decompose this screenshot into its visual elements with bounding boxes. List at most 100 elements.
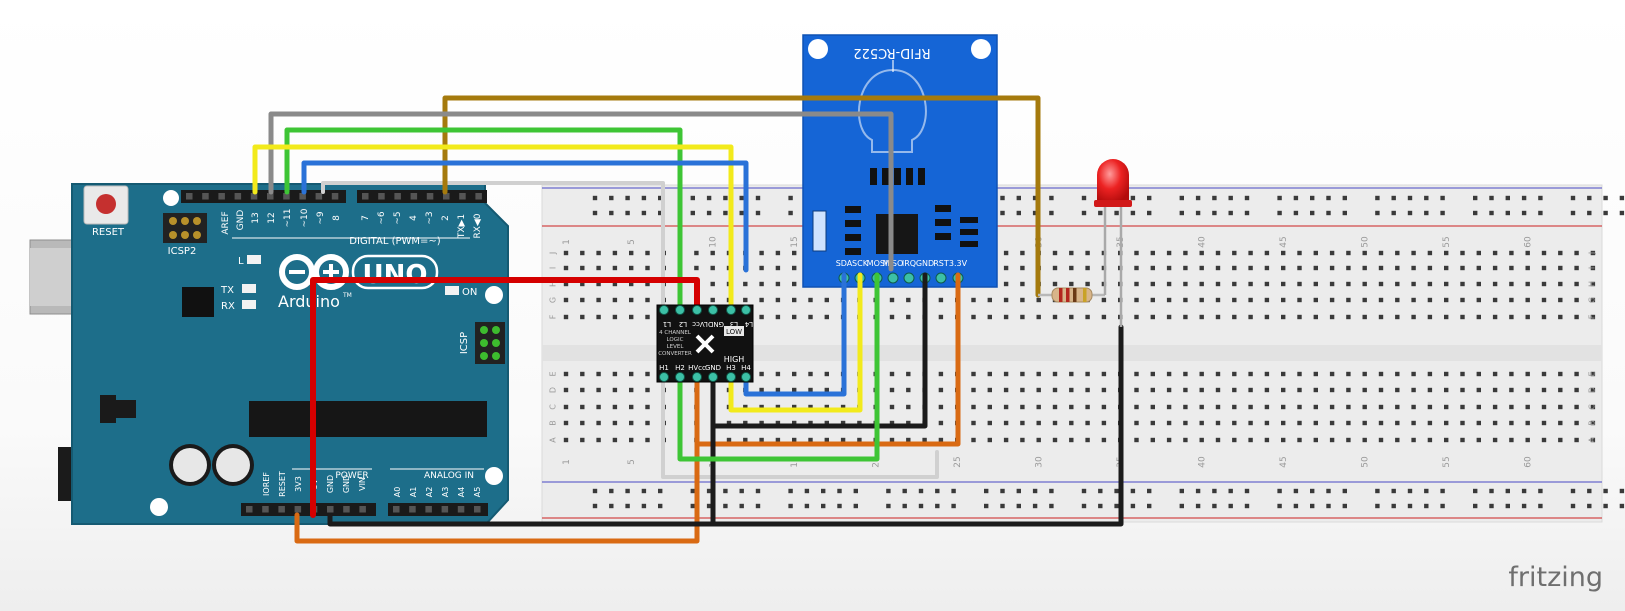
breadboard-rail-hole (592, 488, 598, 494)
row-letter: D (1588, 387, 1597, 393)
breadboard-hole (759, 297, 764, 303)
reset-button-cap[interactable] (96, 194, 116, 214)
breadboard-hole (1232, 281, 1237, 287)
breadboard-hole (1232, 265, 1237, 271)
breadboard-rail-hole (1489, 488, 1494, 494)
breadboard-hole (922, 437, 927, 443)
breadboard-hole (1199, 437, 1204, 443)
breadboard-hole (1378, 265, 1384, 271)
power-label: POWER (335, 471, 368, 481)
breadboard-hole (1248, 297, 1253, 303)
breadboard-hole (1378, 297, 1384, 303)
breadboard-hole (1525, 250, 1530, 256)
breadboard-rail-hole (1081, 488, 1087, 494)
breadboard-rail-hole (1000, 195, 1005, 201)
breadboard-hole (1020, 281, 1025, 287)
breadboard-hole (1460, 404, 1465, 410)
row-letter: J (1588, 252, 1597, 255)
breadboard-hole (824, 420, 829, 426)
breadboard-rail-hole (641, 210, 647, 216)
breadboard-hole (645, 314, 650, 320)
breadboard-hole (1444, 387, 1449, 393)
breadboard-rail-hole (641, 488, 647, 494)
usb-chip (182, 287, 214, 317)
breadboard-rail-hole (1179, 210, 1184, 216)
breadboard-hole (759, 250, 764, 256)
breadboard-hole (1541, 265, 1547, 271)
breadboard-hole (938, 371, 944, 377)
breadboard-rail-hole (935, 503, 940, 509)
header-pin (441, 506, 449, 513)
breadboard-rail-hole (853, 488, 858, 494)
breadboard-hole (889, 371, 895, 377)
breadboard-hole (1281, 314, 1286, 320)
breadboard-rail-hole (1195, 195, 1201, 201)
converter-pin-label: GND (705, 364, 721, 372)
header-pin (327, 506, 334, 513)
breadboard-hole (596, 387, 601, 393)
breadboard-hole (1558, 371, 1563, 377)
rfid-pin (887, 272, 899, 284)
breadboard-hole (612, 404, 618, 410)
breadboard-hole (612, 250, 618, 256)
aref-label: AREF (221, 211, 231, 234)
breadboard-hole (840, 404, 846, 410)
wire-black-rfid-gnd (710, 272, 928, 429)
breadboard-hole (580, 250, 585, 256)
header-pin (234, 193, 242, 200)
wire-green-d11-to-l2 (284, 127, 683, 313)
breadboard-hole (1150, 314, 1155, 320)
analog-pin-label: A5 (473, 487, 482, 498)
converter-pin-high (675, 372, 685, 382)
breadboard-hole (889, 404, 895, 410)
converter-text: LOGIC (667, 337, 684, 343)
breadboard-rail-hole (1293, 503, 1299, 509)
breadboard-hole (1183, 297, 1188, 303)
breadboard-hole (1378, 371, 1384, 377)
resistor-band (1073, 288, 1077, 302)
breadboard-rail-hole (1032, 503, 1038, 509)
wire-gray-d12-to-miso (268, 111, 894, 272)
resistor-band (1066, 288, 1070, 302)
breadboard-hole (775, 297, 781, 303)
breadboard-hole (1069, 265, 1074, 271)
breadboard-rail-hole (609, 488, 614, 494)
breadboard-rail-hole (1277, 195, 1282, 201)
header-pin (394, 193, 401, 200)
breadboard-hole (1085, 281, 1090, 287)
capacitor-top (216, 448, 250, 482)
breadboard-hole (1150, 250, 1155, 256)
breadboard-hole (1297, 281, 1302, 287)
breadboard-rail-hole (1619, 503, 1625, 509)
converter-pin-label: LVcc (692, 320, 708, 328)
breadboard-rail-hole (1195, 488, 1201, 494)
breadboard-rail-hole (1505, 488, 1510, 494)
breadboard-rail-hole (1212, 503, 1217, 509)
breadboard-hole (1281, 250, 1286, 256)
breadboard-hole (1444, 437, 1449, 443)
breadboard-hole (1509, 314, 1514, 320)
breadboard-hole (1215, 404, 1221, 410)
breadboard-hole (1395, 265, 1400, 271)
breadboard-rail-hole (1228, 488, 1233, 494)
breadboard-rail-hole (1081, 503, 1087, 509)
breadboard-rail-hole (1228, 210, 1233, 216)
breadboard-rail-hole (1244, 195, 1250, 201)
converter-pin-low (659, 305, 669, 315)
breadboard-hole (1476, 387, 1481, 393)
breadboard-hole (1509, 250, 1514, 256)
breadboard-hole (1346, 420, 1351, 426)
breadboard-hole (1590, 250, 1596, 256)
row-letter: A (549, 437, 558, 443)
breadboard-hole (889, 437, 895, 443)
resistor-band (1059, 288, 1063, 302)
breadboard-rail-hole (1473, 488, 1478, 494)
wire-black-gnd-to-led (327, 324, 1124, 527)
header-pin (262, 506, 269, 513)
header-pin (409, 506, 416, 513)
breadboard-hole (1541, 437, 1547, 443)
breadboard-hole (1541, 387, 1547, 393)
row-letter: E (1588, 371, 1597, 376)
breadboard-rail-hole (609, 503, 614, 509)
breadboard-rail-hole (1440, 503, 1445, 509)
